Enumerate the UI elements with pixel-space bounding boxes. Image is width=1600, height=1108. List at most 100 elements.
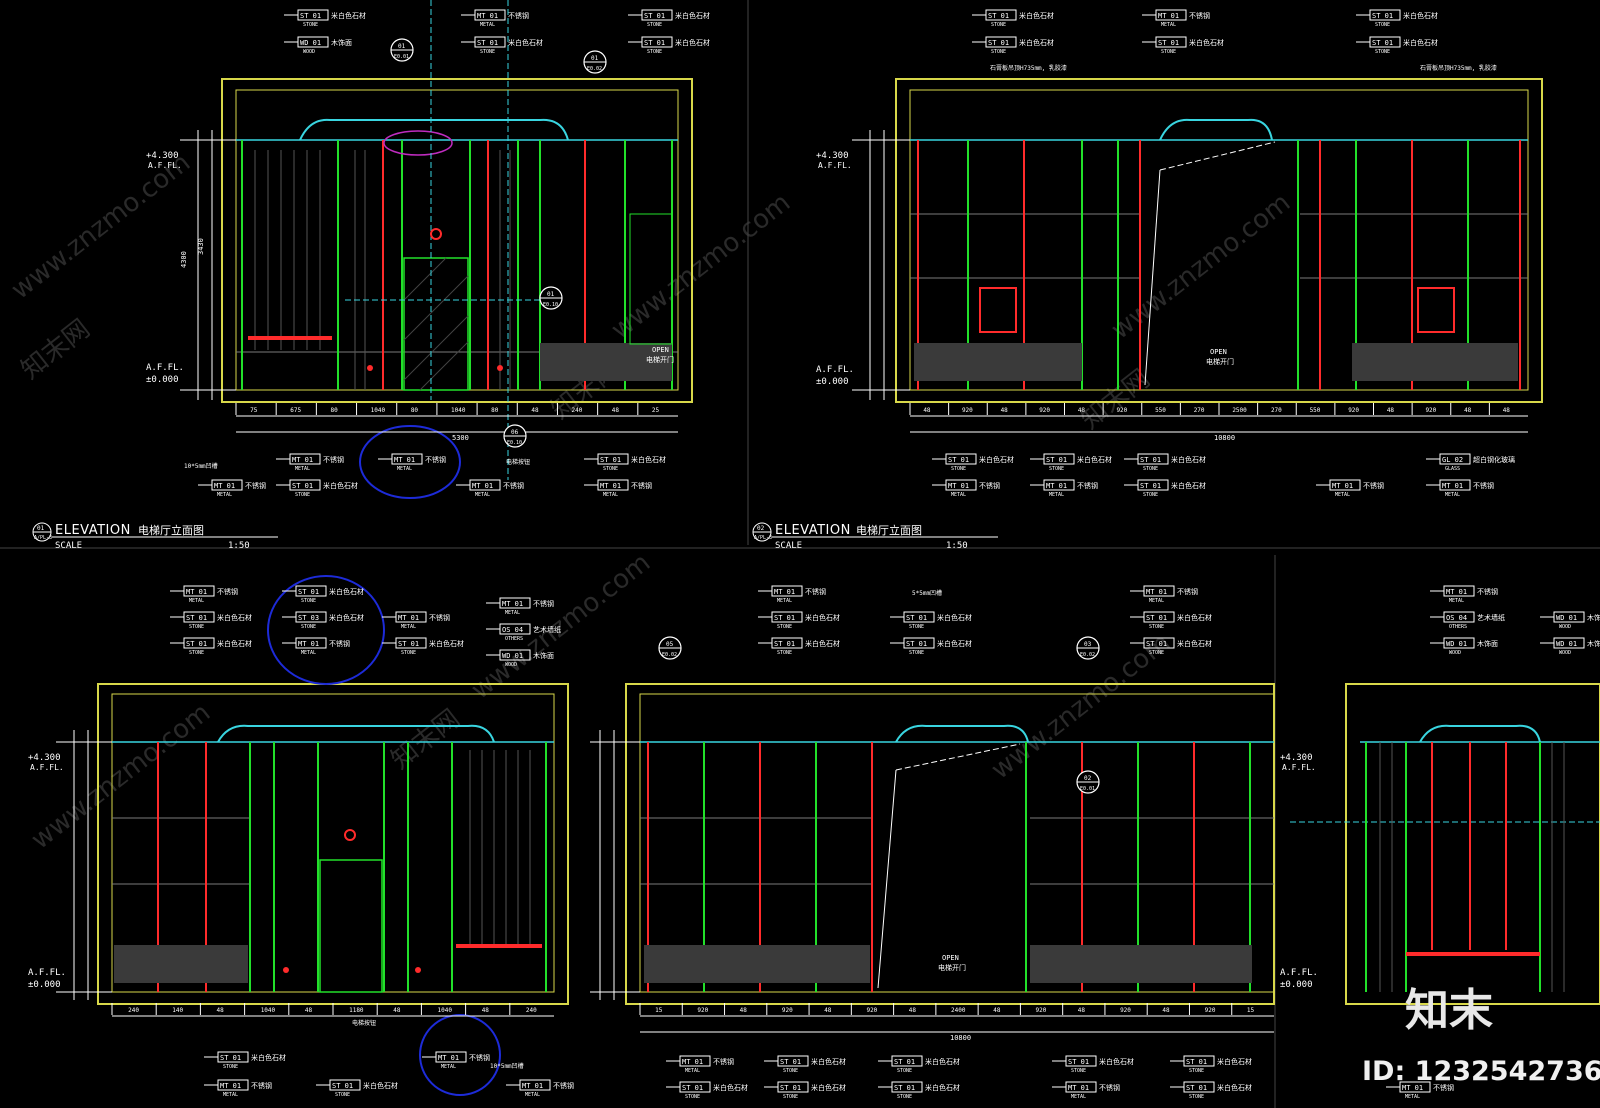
brand-logo: 知末 ID: 1232542736 <box>1362 985 1600 1087</box>
section-mark-ref: E0.10 <box>543 302 558 308</box>
tag-desc: 不锈钢 <box>503 481 524 490</box>
tag-desc: 米白色石材 <box>329 587 364 596</box>
tag-desc: 不锈钢 <box>553 1081 574 1090</box>
section-mark-ref: E0.01 <box>1080 786 1095 792</box>
title-number: 01 <box>37 525 45 532</box>
bench <box>456 944 542 948</box>
ceiling-curve <box>1159 118 1273 141</box>
tag-category: STONE <box>189 624 204 630</box>
tag-desc: 米白色石材 <box>217 639 252 648</box>
wood-slats <box>469 750 531 945</box>
tag-desc: 艺术墙纸 <box>1477 613 1505 622</box>
tag-category: STONE <box>1375 49 1390 55</box>
niche-box <box>644 945 870 983</box>
tag-category: STONE <box>991 49 1006 55</box>
niche-box <box>114 945 248 983</box>
tag-desc: 木饰面 <box>1587 613 1600 622</box>
revision-cloud <box>267 575 385 685</box>
tag-desc: 不锈钢 <box>1177 587 1198 596</box>
niche-box <box>540 343 672 381</box>
tag-desc: 不锈钢 <box>429 613 450 622</box>
level-top-label: +4.300 <box>28 753 61 763</box>
dimension-label: 550 <box>1155 407 1166 414</box>
tag-code: ST 01 <box>332 1082 353 1090</box>
tag-desc: 不锈钢 <box>533 599 554 608</box>
level-top-sub: A.F.FL. <box>30 763 64 772</box>
dim-height: 4300 <box>180 251 188 268</box>
tag-desc: 米白色石材 <box>811 1083 846 1092</box>
tag-category: WOOD <box>1449 650 1461 656</box>
dimension-label: 48 <box>909 1007 917 1014</box>
tag-code: ST 01 <box>1140 456 1161 464</box>
tag-code: ST 03 <box>298 614 319 622</box>
tag-category: STONE <box>480 49 495 55</box>
tag-code: MT 01 <box>1046 482 1067 490</box>
tag-code: MT 01 <box>472 482 493 490</box>
title-scale: 1:50 <box>228 541 250 551</box>
watermark-brand: 知末网 <box>16 314 96 386</box>
tag-desc: 不锈钢 <box>469 1053 490 1062</box>
dimension-label: 675 <box>290 407 301 414</box>
tag-code: MT 01 <box>292 456 313 464</box>
title-sheet: A/PL-3 <box>34 535 52 541</box>
tag-desc: 米白色石材 <box>1403 11 1438 20</box>
section-mark-ref: E0.10 <box>507 440 522 446</box>
elevation-04-inner <box>639 693 1275 993</box>
title-heading: ELEVATION <box>775 523 851 538</box>
note-ceiling-b: 5*5mm凹槽 <box>912 589 942 597</box>
tag-desc: 米白色石材 <box>713 1083 748 1092</box>
tag-code: WD 01 <box>300 39 321 47</box>
dimension-label: 240 <box>526 1007 537 1014</box>
niche-glass <box>629 213 673 345</box>
tag-desc: 米白色石材 <box>1171 455 1206 464</box>
opening-sub: 电梯开门 <box>938 963 966 972</box>
tag-category: STONE <box>1149 650 1164 656</box>
title-number: 02 <box>757 525 765 532</box>
tag-category: STONE <box>603 466 618 472</box>
dim-width-02: 10800 <box>1214 434 1235 442</box>
level-floor-sub: ±0.000 <box>816 377 849 387</box>
opening-label: OPEN <box>652 346 669 354</box>
dimension-label: 1180 <box>349 1007 364 1014</box>
tag-category: STONE <box>951 466 966 472</box>
title-sheet: A/PL-3 <box>754 535 772 541</box>
opening-sub: 电梯开门 <box>1206 357 1234 366</box>
tag-category: STONE <box>1189 1068 1204 1074</box>
tag-category: STONE <box>685 1094 700 1100</box>
tag-desc: 不锈钢 <box>713 1057 734 1066</box>
tag-code: ST 01 <box>894 1058 915 1066</box>
tag-category: METAL <box>1161 22 1176 28</box>
dimension-label: 15 <box>1247 1007 1255 1014</box>
tag-code: GL 02 <box>1442 456 1463 464</box>
tag-code: MT 01 <box>948 482 969 490</box>
level-top-label: +4.300 <box>816 151 849 161</box>
dimension-label: 48 <box>612 407 620 414</box>
ceiling-curve <box>299 118 569 141</box>
tag-desc: 米白色石材 <box>1177 639 1212 648</box>
elevation-01: OPEN 电梯开门 +4.300 A.F.FL. A.F.FL. ±0.000 … <box>146 0 693 499</box>
dimension-label: 920 <box>1205 1007 1216 1014</box>
dimension-label: 270 <box>1194 407 1205 414</box>
tag-code: ST 01 <box>477 39 498 47</box>
tag-code: ST 01 <box>780 1058 801 1066</box>
tag-category: METAL <box>951 492 966 498</box>
dimension-label: 550 <box>1310 407 1321 414</box>
dimension-label: 48 <box>1387 407 1395 414</box>
